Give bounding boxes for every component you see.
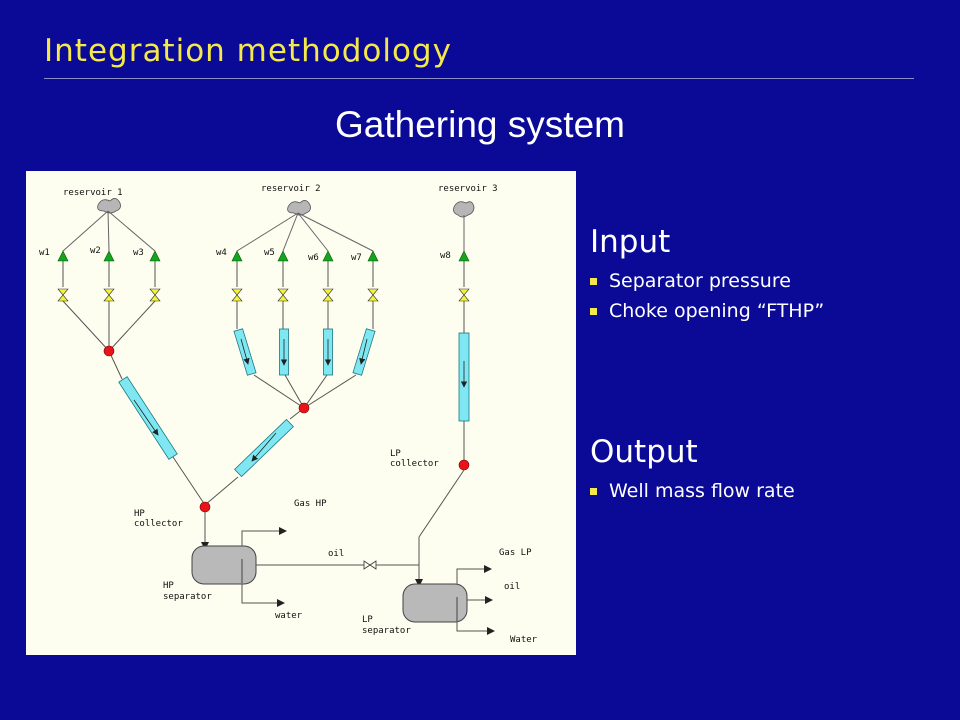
lp-collector-node	[458, 459, 470, 471]
bullet-icon	[590, 277, 597, 285]
well-w5	[277, 250, 289, 302]
lp-water-label: Water	[510, 635, 538, 645]
input-list: Separator pressure Choke opening “FTHP”	[590, 266, 824, 326]
input-item-choke-opening: Choke opening “FTHP”	[590, 296, 824, 326]
bullet-icon	[590, 307, 597, 315]
gas-hp-label: Gas HP	[294, 499, 327, 509]
well-w6-label: w6	[308, 253, 319, 263]
hp-collector-label-1: HP	[134, 509, 145, 519]
well-w6	[322, 250, 334, 302]
well-w5-label: w5	[264, 248, 275, 258]
header-title: Integration methodology	[44, 33, 452, 69]
hp-oil-label: oil	[328, 549, 344, 559]
output-heading: Output	[590, 434, 698, 470]
input-heading: Input	[590, 224, 671, 260]
gas-lp-label: Gas LP	[499, 548, 532, 558]
input-item-label: Separator pressure	[609, 270, 791, 292]
reservoir-2-shape	[287, 200, 311, 216]
well-w2-label: w2	[90, 246, 101, 256]
output-list: Well mass flow rate	[590, 476, 795, 506]
output-item-label: Well mass flow rate	[609, 480, 795, 502]
slide-title: Gathering system	[335, 104, 625, 145]
input-panel: Input Separator pressure Choke opening “…	[590, 224, 824, 326]
gathering-system-diagram: reservoir 1 reservoir 2 reservoir 3 w1 w…	[26, 171, 576, 655]
lp-separator-label-1: LP	[362, 615, 373, 625]
well-w8-label: w8	[440, 251, 451, 261]
well-w4-label: w4	[216, 248, 227, 258]
reservoir-2-label: reservoir 2	[261, 184, 321, 194]
well-w8	[458, 250, 470, 302]
well-w1-label: w1	[39, 248, 50, 258]
lp-oil-label: oil	[504, 582, 520, 592]
lp-separator	[402, 583, 468, 623]
lp-collector-label-1: LP	[390, 449, 401, 459]
hp-separator-label-1: HP	[163, 581, 174, 591]
header-divider	[44, 78, 914, 79]
well-w2	[103, 250, 115, 302]
well-w7	[367, 250, 379, 302]
input-item-separator-pressure: Separator pressure	[590, 266, 824, 296]
manifold-node-2	[298, 402, 310, 414]
well-w4	[231, 250, 243, 302]
well-w1	[57, 250, 69, 302]
reservoir-3-label: reservoir 3	[438, 184, 498, 194]
hp-collector-label-2: collector	[134, 519, 183, 529]
bullet-icon	[590, 487, 597, 495]
well-w3	[149, 250, 161, 302]
output-panel: Output Well mass flow rate	[590, 434, 795, 506]
output-item-well-mass-flow: Well mass flow rate	[590, 476, 795, 506]
oil-transfer-valve	[363, 560, 377, 570]
reservoir-3-shape	[453, 201, 475, 218]
pipe-group2	[234, 418, 294, 478]
hp-collector-node	[199, 501, 211, 513]
manifold-node-1	[103, 345, 115, 357]
reservoir-1-label: reservoir 1	[63, 188, 123, 198]
hp-separator-label-2: separator	[163, 592, 212, 602]
lp-collector-label-2: collector	[390, 459, 439, 469]
reservoir-1-shape	[97, 198, 121, 214]
well-w3-label: w3	[133, 248, 144, 258]
pipe-group1	[118, 376, 178, 460]
hp-water-label: water	[275, 611, 303, 621]
well-w7-label: w7	[351, 253, 362, 263]
hp-separator	[191, 545, 257, 585]
input-item-label: Choke opening “FTHP”	[609, 300, 825, 322]
lp-separator-label-2: separator	[362, 626, 411, 636]
